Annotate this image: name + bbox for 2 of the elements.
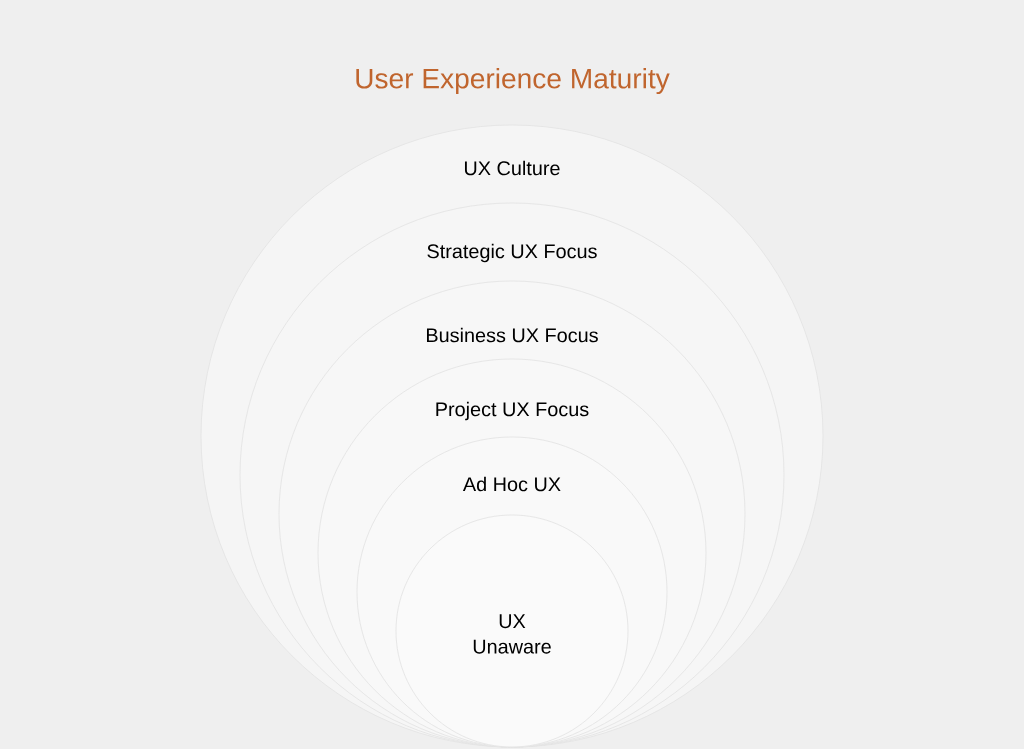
title: User Experience Maturity [356, 67, 670, 95]
node-label: UX Unaware [473, 614, 551, 654]
